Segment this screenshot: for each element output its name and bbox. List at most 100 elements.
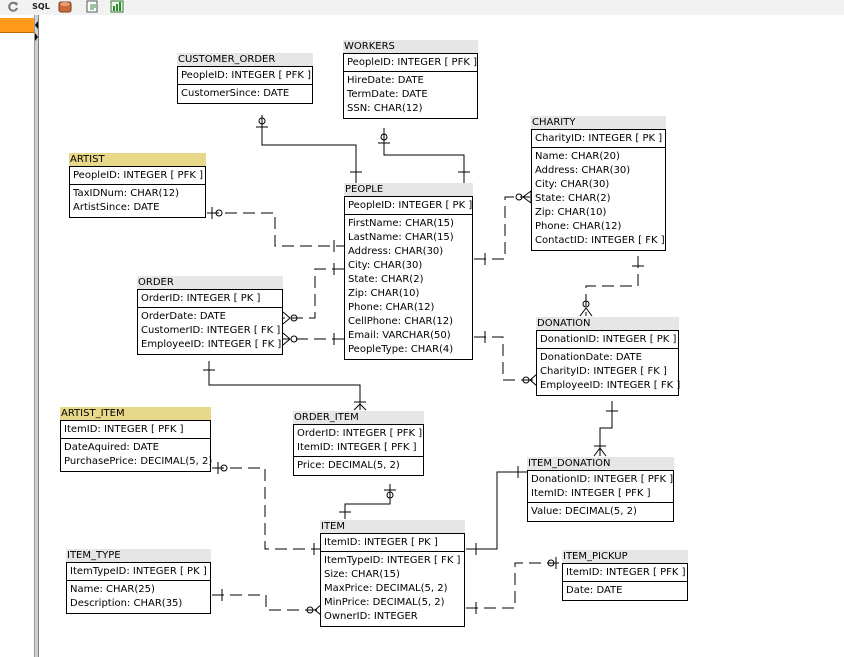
attribute-column[interactable]: PurchasePrice: DECIMAL(5, 2): [64, 456, 213, 467]
attribute-column[interactable]: TaxIDNum: CHAR(12): [73, 188, 180, 199]
key-list: PeopleID: INTEGER [ PFK ]: [70, 167, 205, 185]
key-list: ItemID: INTEGER [ PFK ]: [563, 564, 687, 582]
attribute-column[interactable]: State: CHAR(2): [348, 274, 424, 285]
attribute-column[interactable]: ArtistSince: DATE: [73, 202, 160, 213]
table-item[interactable]: ITEM ItemID: INTEGER [ PK ]ItemTypeID: I…: [320, 520, 465, 627]
database-icon[interactable]: [58, 0, 72, 13]
attribute-column[interactable]: FirstName: CHAR(15): [348, 218, 454, 229]
attribute-column[interactable]: SSN: CHAR(12): [347, 103, 423, 114]
table-name: PEOPLE: [344, 183, 473, 196]
attribute-column[interactable]: State: CHAR(2): [535, 193, 611, 204]
key-list: DonationID: INTEGER [ PK ]: [537, 331, 678, 349]
attribute-column[interactable]: Phone: CHAR(12): [348, 302, 435, 313]
key-list: PeopleID: INTEGER [ PFK ]: [344, 54, 477, 72]
key-column[interactable]: ItemTypeID: INTEGER [ PK ]: [70, 566, 207, 577]
key-column[interactable]: ItemID: INTEGER [ PFK ]: [531, 488, 651, 499]
key-column[interactable]: ItemID: INTEGER [ PK ]: [324, 537, 438, 548]
table-name: ARTIST_ITEM: [60, 407, 211, 420]
attribute-column[interactable]: CustomerID: INTEGER [ FK ]: [141, 325, 281, 336]
attribute-column[interactable]: MaxPrice: DECIMAL(5, 2): [324, 583, 448, 594]
attribute-column[interactable]: DonationDate: DATE: [540, 352, 642, 363]
attribute-column[interactable]: Email: VARCHAR(50): [348, 330, 451, 341]
table-item-type[interactable]: ITEM_TYPE ItemTypeID: INTEGER [ PK ]Name…: [66, 549, 211, 614]
table-name: DONATION: [536, 317, 679, 330]
pane-splitter[interactable]: [35, 15, 39, 657]
attribute-column[interactable]: City: CHAR(30): [348, 260, 423, 271]
attribute-column[interactable]: Zip: CHAR(10): [348, 288, 420, 299]
attribute-list: ItemTypeID: INTEGER [ FK ] Size: CHAR(15)…: [321, 552, 464, 626]
table-customer-order[interactable]: CUSTOMER_ORDER PeopleID: INTEGER [ PFK ]…: [177, 53, 313, 104]
attribute-column[interactable]: Date: DATE: [566, 585, 623, 596]
attribute-list: Date: DATE: [563, 582, 687, 600]
key-column[interactable]: PeopleID: INTEGER [ PFK ]: [347, 57, 477, 68]
refresh-icon[interactable]: [6, 0, 20, 13]
attribute-column[interactable]: Name: CHAR(25): [70, 584, 155, 595]
table-name: ITEM_PICKUP: [562, 550, 688, 563]
attribute-column[interactable]: EmployeeID: INTEGER [ FK ]: [540, 380, 681, 391]
key-column[interactable]: ItemID: INTEGER [ PFK ]: [566, 567, 686, 578]
report-icon[interactable]: [110, 0, 124, 13]
key-list: PeopleID: INTEGER [ PK ]: [345, 197, 472, 215]
attribute-column[interactable]: PeopleType: CHAR(4): [348, 344, 454, 355]
rel-people-charity: [474, 190, 532, 265]
table-charity[interactable]: CHARITY CharityID: INTEGER [ PK ]Name: C…: [531, 116, 666, 251]
attribute-list: OrderDate: DATE CustomerID: INTEGER [ FK …: [138, 308, 282, 354]
attribute-column[interactable]: Size: CHAR(15): [324, 569, 400, 580]
attribute-column[interactable]: OrderDate: DATE: [141, 311, 226, 322]
rel-people-order-employee: [282, 332, 344, 346]
attribute-column[interactable]: CellPhone: CHAR(12): [348, 316, 454, 327]
table-people[interactable]: PEOPLE PeopleID: INTEGER [ PK ] FirstName…: [344, 183, 473, 360]
table-item-donation[interactable]: ITEM_DONATION DonationID: INTEGER [ PFK …: [527, 457, 674, 522]
attribute-column[interactable]: OwnerID: INTEGER: [324, 611, 418, 622]
key-column[interactable]: PeopleID: INTEGER [ PFK ]: [73, 170, 203, 181]
table-workers[interactable]: WORKERS PeopleID: INTEGER [ PFK ] HireDat…: [343, 40, 478, 119]
attribute-column[interactable]: Address: CHAR(30): [348, 246, 444, 257]
key-column[interactable]: DonationID: INTEGER [ PK ]: [540, 334, 677, 345]
attribute-column[interactable]: ContactID: INTEGER [ FK ]: [535, 235, 665, 246]
table-name: ITEM_DONATION: [527, 457, 674, 470]
attribute-column[interactable]: LastName: CHAR(15): [348, 232, 454, 243]
export-icon[interactable]: [86, 0, 100, 13]
attribute-column[interactable]: CharityID: INTEGER [ FK ]: [540, 366, 667, 377]
key-column[interactable]: ItemID: INTEGER [ PFK ]: [297, 442, 417, 453]
attribute-column[interactable]: TermDate: DATE: [347, 89, 428, 100]
table-order[interactable]: ORDER OrderID: INTEGER [ PK ]OrderDate: …: [137, 276, 283, 355]
table-donation[interactable]: DONATION DonationID: INTEGER [ PK ] Donat…: [536, 317, 681, 396]
key-list: DonationID: INTEGER [ PFK ] ItemID: INTEG…: [528, 471, 673, 503]
attribute-column[interactable]: City: CHAR(30): [535, 179, 610, 190]
selected-tree-item[interactable]: [0, 18, 34, 33]
table-name: WORKERS: [343, 40, 478, 53]
attribute-list: CustomerSince: DATE: [178, 85, 312, 103]
attribute-column[interactable]: Value: DECIMAL(5, 2): [531, 506, 637, 517]
key-column[interactable]: PeopleID: INTEGER [ PK ]: [348, 200, 473, 211]
rel-charity-donation: [579, 256, 644, 317]
key-column[interactable]: DonationID: INTEGER [ PFK ]: [531, 474, 674, 485]
sql-button[interactable]: SQL: [30, 0, 52, 13]
collapse-arrow-icon[interactable]: [35, 19, 39, 49]
key-column[interactable]: PeopleID: INTEGER [ PFK ]: [181, 70, 311, 81]
attribute-column[interactable]: EmployeeID: INTEGER [ FK ]: [141, 339, 282, 350]
attribute-column[interactable]: Name: CHAR(20): [535, 151, 620, 162]
attribute-column[interactable]: Phone: CHAR(12): [535, 221, 622, 232]
attribute-column[interactable]: CustomerSince: DATE: [181, 88, 290, 99]
attribute-column[interactable]: Address: CHAR(30): [535, 165, 631, 176]
rel-order-order-item: [203, 361, 367, 411]
attribute-column[interactable]: DateAquired: DATE: [64, 442, 159, 453]
attribute-column[interactable]: Price: DECIMAL(5, 2): [297, 460, 400, 471]
attribute-column[interactable]: HireDate: DATE: [347, 75, 424, 86]
sql-icon: SQL: [32, 2, 50, 11]
key-column[interactable]: OrderID: INTEGER [ PFK ]: [297, 428, 423, 439]
attribute-column[interactable]: ItemTypeID: INTEGER [ FK ]: [324, 555, 461, 566]
attribute-column[interactable]: Zip: CHAR(10): [535, 207, 607, 218]
attribute-column[interactable]: Description: CHAR(35): [70, 598, 183, 609]
table-artist-item[interactable]: ARTIST_ITEM ItemID: INTEGER [ PFK ] DateA…: [60, 407, 213, 472]
key-column[interactable]: CharityID: INTEGER [ PK ]: [535, 133, 663, 144]
table-order-item[interactable]: ORDER_ITEM OrderID: INTEGER [ PFK ]ItemI…: [293, 411, 424, 476]
table-item-pickup[interactable]: ITEM_PICKUP ItemID: INTEGER [ PFK ] Date:…: [562, 550, 688, 601]
key-column[interactable]: OrderID: INTEGER [ PK ]: [141, 293, 261, 304]
attribute-column[interactable]: MinPrice: DECIMAL(5, 2): [324, 597, 445, 608]
key-column[interactable]: ItemID: INTEGER [ PFK ]: [64, 424, 184, 435]
model-tree-pane[interactable]: [0, 15, 35, 657]
table-artist[interactable]: ARTIST PeopleID: INTEGER [ PFK ]TaxIDNum…: [69, 153, 206, 218]
